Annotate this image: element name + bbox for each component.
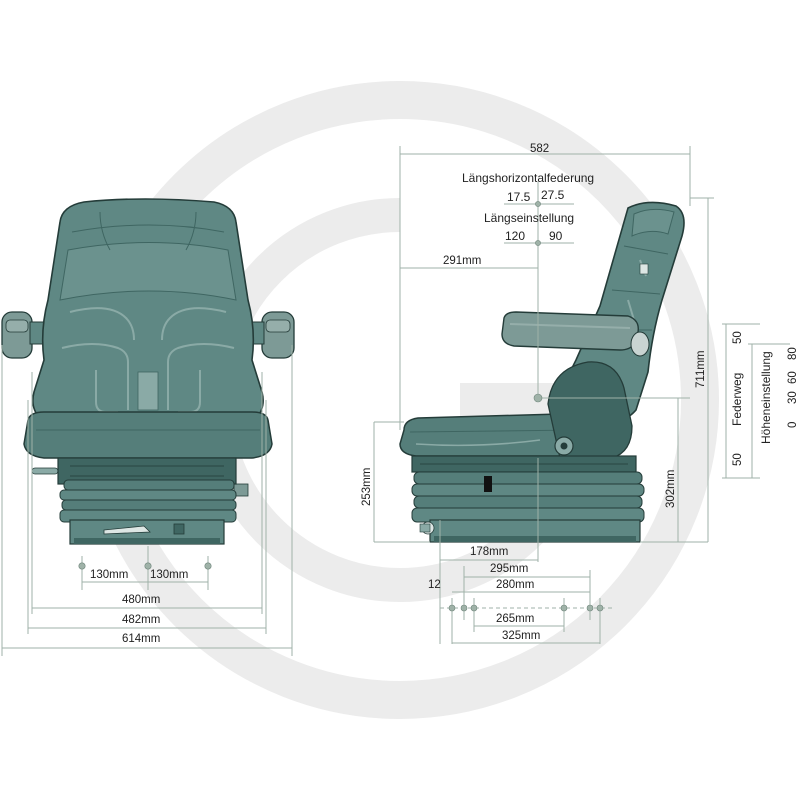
horizontal-suspension-label: Längshorizontalfederung <box>462 171 594 185</box>
side-dim-582: 582 <box>530 143 549 155</box>
center-strip <box>137 371 159 411</box>
side-dim-12: 12 <box>428 579 441 591</box>
side-dim-325: 325mm <box>502 630 540 642</box>
front-dim-bolt-right: 130mm <box>150 569 188 581</box>
side-dim-291: 291mm <box>443 255 481 267</box>
headrest-side <box>631 208 675 237</box>
side-dim-280: 280mm <box>496 579 534 591</box>
side-dim-178: 178mm <box>470 546 508 558</box>
hinge-bracket <box>547 361 633 459</box>
bellows-side <box>411 471 645 523</box>
side-dim-markers <box>448 201 604 612</box>
armrest-right-front <box>249 311 295 359</box>
side-dim-302: 302mm <box>665 470 677 508</box>
side-dim-265: 265mm <box>496 613 534 625</box>
suspension-travel-bottom: 50 <box>732 453 744 466</box>
bellows-front <box>59 479 237 523</box>
fore-aft-left: 120 <box>505 229 525 243</box>
suspension-travel-label: Federweg <box>730 373 744 426</box>
front-dim-480: 480mm <box>122 594 160 606</box>
front-dimensions <box>1 345 293 656</box>
suspension-travel-top: 50 <box>732 331 744 344</box>
front-dim-bolt-left: 130mm <box>90 569 128 581</box>
armrest-side <box>501 311 650 357</box>
headrest-seam <box>59 242 237 301</box>
height-adjustment-value-30: 30 <box>787 391 799 404</box>
front-dim-614: 614mm <box>122 633 160 645</box>
seat-cushion-front <box>23 411 273 459</box>
side-dim-295: 295mm <box>490 563 528 575</box>
front-dim-markers <box>78 562 212 570</box>
fore-aft-right: 90 <box>549 229 563 243</box>
horizontal-suspension-right: 27.5 <box>541 188 565 202</box>
armrest-left-front <box>1 311 45 359</box>
height-adjustment-label: Höheneinstellung <box>759 351 773 444</box>
side-dim-711: 711mm <box>695 351 707 389</box>
front-dim-482: 482mm <box>122 614 160 626</box>
seat-front-view <box>1 198 295 545</box>
seat-side-view <box>399 201 685 543</box>
height-lever-side <box>419 521 435 535</box>
height-adjustment-value-60: 60 <box>787 371 799 384</box>
height-adjustment-value-0: 0 <box>787 422 799 428</box>
fore-aft-label: Längseinstellung <box>484 211 574 225</box>
height-adjustment-value-80: 80 <box>787 347 799 360</box>
damper-slot <box>484 476 492 492</box>
lever-left <box>31 467 59 475</box>
height-lever-front <box>103 523 185 535</box>
horizontal-suspension-left: 17.5 <box>507 190 531 204</box>
side-dim-253: 253mm <box>361 468 373 506</box>
